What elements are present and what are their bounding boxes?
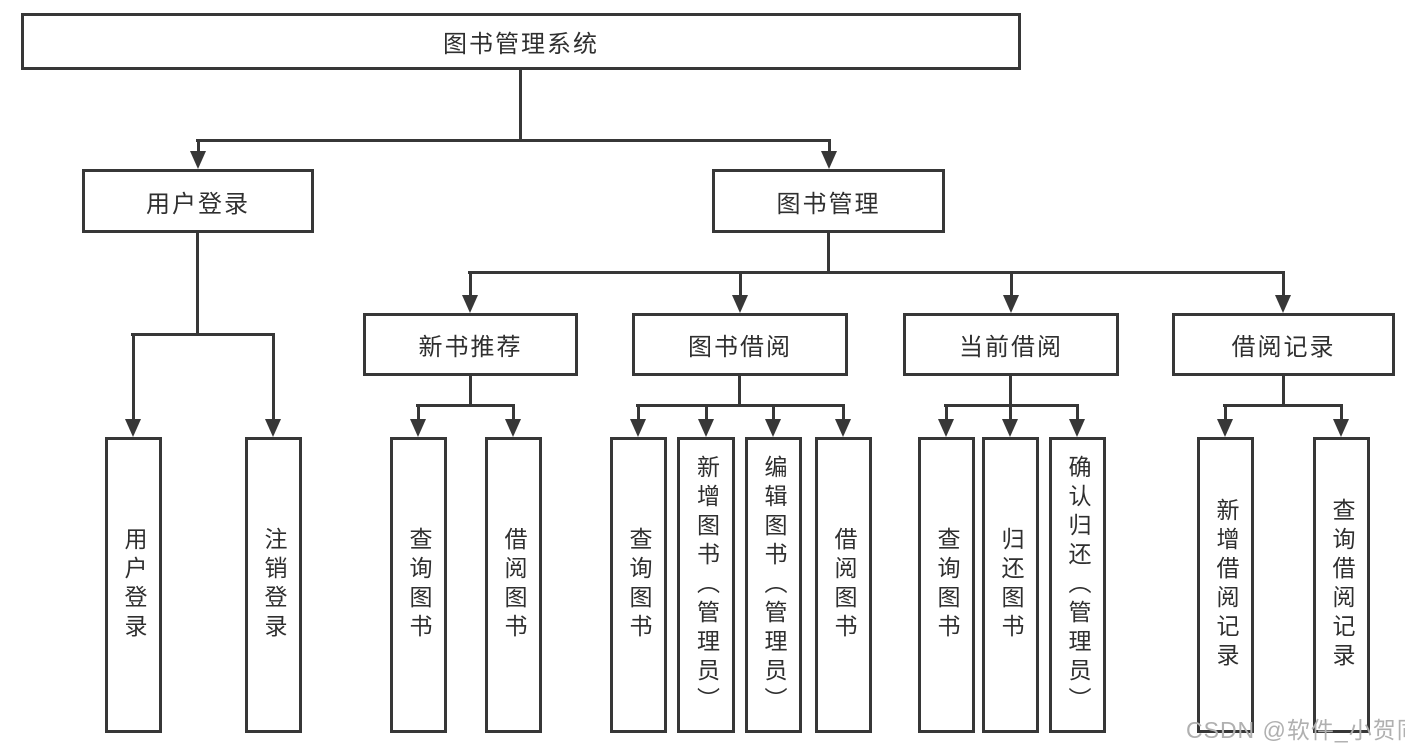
- leaf-add-books-admin-label: 新增图书（管理员）: [693, 454, 720, 716]
- arrowhead-icon: [190, 151, 206, 169]
- node-current-borrow-label: 当前借阅: [959, 334, 1063, 361]
- arrowhead-icon: [821, 151, 837, 169]
- node-borrow-records-label: 借阅记录: [1231, 334, 1336, 361]
- leaf-add-borrow-record-label: 新增借阅记录: [1213, 498, 1239, 672]
- leaf-add-books-admin: 新增图书（管理员）: [677, 437, 735, 733]
- arrowhead-icon: [630, 419, 646, 437]
- connector-root-branch: [196, 139, 831, 142]
- leaf-query-books-recommend: 查询图书: [390, 437, 447, 733]
- node-new-book-recommend: 新书推荐: [363, 313, 578, 376]
- connector-current-branch: [944, 404, 1079, 407]
- arrowhead-icon: [732, 295, 748, 313]
- connector-records-stub: [1282, 376, 1285, 406]
- leaf-borrow-books-recommend-label: 借阅图书: [501, 527, 527, 643]
- arrow-to-borrow-books-recommend: [505, 405, 521, 437]
- leaf-logout-login: 注销登录: [245, 437, 302, 733]
- node-user-login: 用户登录: [82, 169, 314, 233]
- arrowhead-icon: [1002, 419, 1018, 437]
- arrow-to-new-book-recommend: [462, 272, 478, 313]
- node-borrow-records: 借阅记录: [1172, 313, 1395, 376]
- connector-current-stub: [1009, 376, 1012, 406]
- arrow-to-query-books-current: [938, 405, 954, 437]
- arrow-to-borrow-books: [835, 405, 851, 437]
- node-book-management: 图书管理: [712, 169, 945, 233]
- arrow-to-leaf-logout: [265, 334, 281, 437]
- arrowhead-icon: [1275, 295, 1291, 313]
- leaf-edit-books-admin-label: 编辑图书（管理员）: [761, 454, 787, 716]
- arrow-to-add-borrow-record: [1217, 405, 1233, 437]
- node-user-login-label: 用户登录: [146, 190, 250, 218]
- leaf-query-books-borrow: 查询图书: [610, 437, 667, 733]
- connector-borrow-stub: [738, 376, 741, 406]
- leaf-query-books-current-label: 查询图书: [934, 527, 960, 643]
- arrow-to-book-management: [821, 139, 837, 169]
- arrowhead-icon: [1069, 419, 1085, 437]
- arrowhead-icon: [265, 419, 281, 437]
- leaf-user-login-label: 用户登录: [121, 527, 147, 643]
- arrowhead-icon: [698, 419, 714, 437]
- leaf-query-books-borrow-label: 查询图书: [626, 527, 652, 643]
- node-library-system: 图书管理系统: [21, 13, 1021, 70]
- arrow-to-query-books-recommend: [410, 405, 426, 437]
- arrowhead-icon: [1333, 419, 1349, 437]
- arrowhead-icon: [835, 419, 851, 437]
- leaf-query-books-current: 查询图书: [918, 437, 975, 733]
- connector-book-mgmt-branch: [468, 271, 1285, 274]
- arrowhead-icon: [938, 419, 954, 437]
- leaf-edit-books-admin: 编辑图书（管理员）: [745, 437, 802, 733]
- arrowhead-icon: [1217, 419, 1233, 437]
- connector-user-login-stub: [196, 233, 199, 335]
- arrow-to-query-borrow-record: [1333, 405, 1349, 437]
- arrowhead-icon: [765, 419, 781, 437]
- connector-borrow-branch: [636, 404, 845, 407]
- node-new-book-recommend-label: 新书推荐: [418, 334, 523, 361]
- leaf-confirm-return-admin-label: 确认归还（管理员）: [1065, 454, 1091, 716]
- leaf-query-borrow-record-label: 查询借阅记录: [1329, 498, 1355, 672]
- arrowhead-icon: [410, 419, 426, 437]
- arrow-to-borrow-records: [1275, 272, 1291, 313]
- arrow-to-user-login: [190, 139, 206, 169]
- connector-recommend-stub: [469, 376, 472, 406]
- connector-records-branch: [1223, 404, 1343, 407]
- connector-book-mgmt-stub: [827, 233, 830, 273]
- arrow-to-leaf-user-login: [125, 334, 141, 437]
- arrowhead-icon: [505, 419, 521, 437]
- node-book-borrow: 图书借阅: [632, 313, 848, 376]
- arrow-to-return-books: [1002, 405, 1018, 437]
- connector-root-stub: [519, 70, 522, 141]
- leaf-borrow-books-label: 借阅图书: [831, 527, 857, 643]
- connector-recommend-branch: [416, 404, 515, 407]
- connector-user-login-branch: [131, 333, 275, 336]
- leaf-borrow-books: 借阅图书: [815, 437, 872, 733]
- node-book-borrow-label: 图书借阅: [688, 334, 792, 361]
- leaf-confirm-return-admin: 确认归还（管理员）: [1049, 437, 1106, 733]
- arrow-to-edit-books: [765, 405, 781, 437]
- leaf-add-borrow-record: 新增借阅记录: [1197, 437, 1254, 733]
- arrow-to-confirm-return: [1069, 405, 1085, 437]
- arrowhead-icon: [1003, 295, 1019, 313]
- leaf-user-login: 用户登录: [105, 437, 162, 733]
- node-library-system-label: 图书管理系统: [443, 31, 599, 58]
- watermark-text: CSDN @软件_小贺同学: [1186, 717, 1405, 743]
- leaf-return-books: 归还图书: [982, 437, 1039, 733]
- node-current-borrow: 当前借阅: [903, 313, 1119, 376]
- leaf-return-books-label: 归还图书: [998, 527, 1024, 643]
- node-book-management-label: 图书管理: [776, 190, 881, 218]
- leaf-query-books-recommend-label: 查询图书: [406, 527, 432, 643]
- arrow-to-current-borrow: [1003, 272, 1019, 313]
- leaf-logout-login-label: 注销登录: [261, 527, 287, 643]
- arrowhead-icon: [125, 419, 141, 437]
- leaf-query-borrow-record: 查询借阅记录: [1313, 437, 1370, 733]
- arrow-to-add-books: [698, 405, 714, 437]
- leaf-borrow-books-recommend: 借阅图书: [485, 437, 542, 733]
- arrow-to-book-borrow: [732, 272, 748, 313]
- arrowhead-icon: [462, 295, 478, 313]
- arrow-to-query-books-borrow: [630, 405, 646, 437]
